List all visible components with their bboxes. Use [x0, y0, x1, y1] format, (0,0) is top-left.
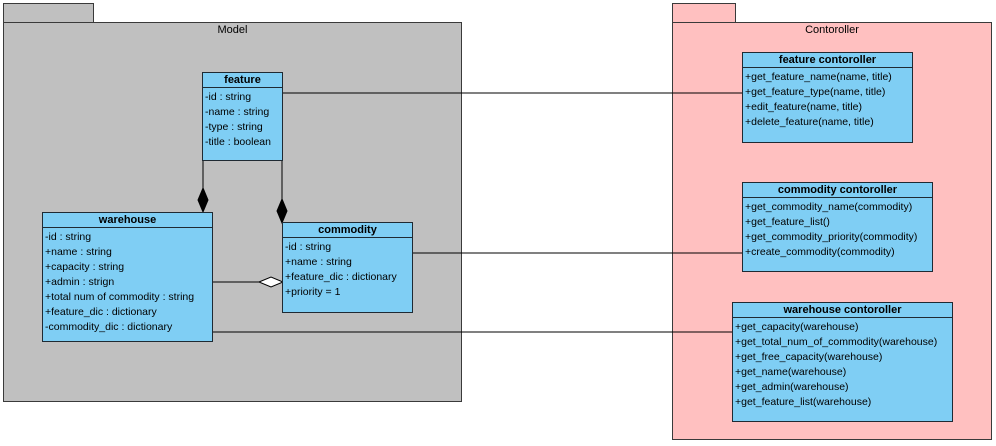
commodity-controller-op-get-priority: +get_commodity_priority(commodity) [745, 231, 918, 243]
warehouse-controller-op-get-name: +get_name(warehouse) [735, 366, 847, 378]
warehouse-attr-feature-dic: +feature_dic : dictionary [45, 306, 157, 318]
commodity-attr-priority: +priority = 1 [285, 286, 341, 298]
class-commodity-controller[interactable]: commodity contoroller +get_commodity_nam… [742, 182, 933, 272]
commodity-attr-id: -id : string [285, 241, 332, 253]
feature-controller-op-get-name: +get_feature_name(name, title) [745, 71, 892, 83]
commodity-controller-op-create: +create_commodity(commodity) [745, 246, 895, 258]
warehouse-attr-id: -id : string [45, 231, 92, 243]
warehouse-controller-op-get-total-num: +get_total_num_of_commodity(warehouse) [735, 336, 938, 348]
commodity-attr-feature-dic: +feature_dic : dictionary [285, 271, 397, 283]
class-warehouse-name: warehouse [43, 213, 212, 228]
class-warehouse-controller-name: warehouse contoroller [733, 303, 952, 318]
commodity-attr-name: +name : string [285, 256, 352, 268]
class-feature[interactable]: feature -id : string -name : string -typ… [202, 72, 283, 161]
warehouse-controller-op-get-capacity: +get_capacity(warehouse) [735, 321, 859, 333]
class-feature-controller-name: feature contoroller [743, 53, 912, 68]
warehouse-attr-commodity-dic: -commodity_dic : dictionary [45, 321, 173, 333]
feature-attr-name: -name : string [205, 106, 270, 118]
feature-attr-title: -title : boolean [205, 136, 271, 148]
warehouse-composition-diamond [197, 186, 209, 214]
class-feature-controller[interactable]: feature contoroller +get_feature_name(na… [742, 52, 913, 143]
controller-package-title: Contoroller [805, 24, 859, 36]
feature-controller-op-get-type: +get_feature_type(name, title) [745, 86, 886, 98]
feature-attr-id: -id : string [205, 91, 252, 103]
warehouse-controller-op-get-free-capacity: +get_free_capacity(warehouse) [735, 351, 883, 363]
class-commodity[interactable]: commodity -id : string +name : string +f… [282, 222, 413, 313]
class-feature-name: feature [203, 73, 282, 88]
warehouse-attr-capacity: +capacity : string [45, 261, 125, 273]
aggregation-diamond [257, 276, 285, 288]
model-package-title: Model [217, 24, 248, 36]
class-commodity-name: commodity [283, 223, 412, 238]
class-commodity-controller-name: commodity contoroller [743, 183, 932, 198]
warehouse-controller-op-get-admin: +get_admin(warehouse) [735, 381, 849, 393]
commodity-controller-op-get-name: +get_commodity_name(commodity) [745, 201, 913, 213]
commodity-composition-diamond [276, 197, 288, 225]
warehouse-attr-admin: +admin : strign [45, 276, 115, 288]
warehouse-attr-total-num: +total num of commodity : string [45, 291, 195, 303]
warehouse-controller-op-get-feature-list: +get_feature_list(warehouse) [735, 396, 872, 408]
feature-controller-op-edit: +edit_feature(name, title) [745, 101, 863, 113]
feature-controller-op-delete: +delete_feature(name, title) [745, 116, 874, 128]
commodity-controller-op-get-feature-list: +get_feature_list() [745, 216, 830, 228]
feature-attr-type: -type : string [205, 121, 263, 133]
class-warehouse-controller[interactable]: warehouse contoroller +get_capacity(ware… [732, 302, 953, 422]
class-warehouse[interactable]: warehouse -id : string +name : string +c… [42, 212, 213, 342]
warehouse-attr-name: +name : string [45, 246, 112, 258]
